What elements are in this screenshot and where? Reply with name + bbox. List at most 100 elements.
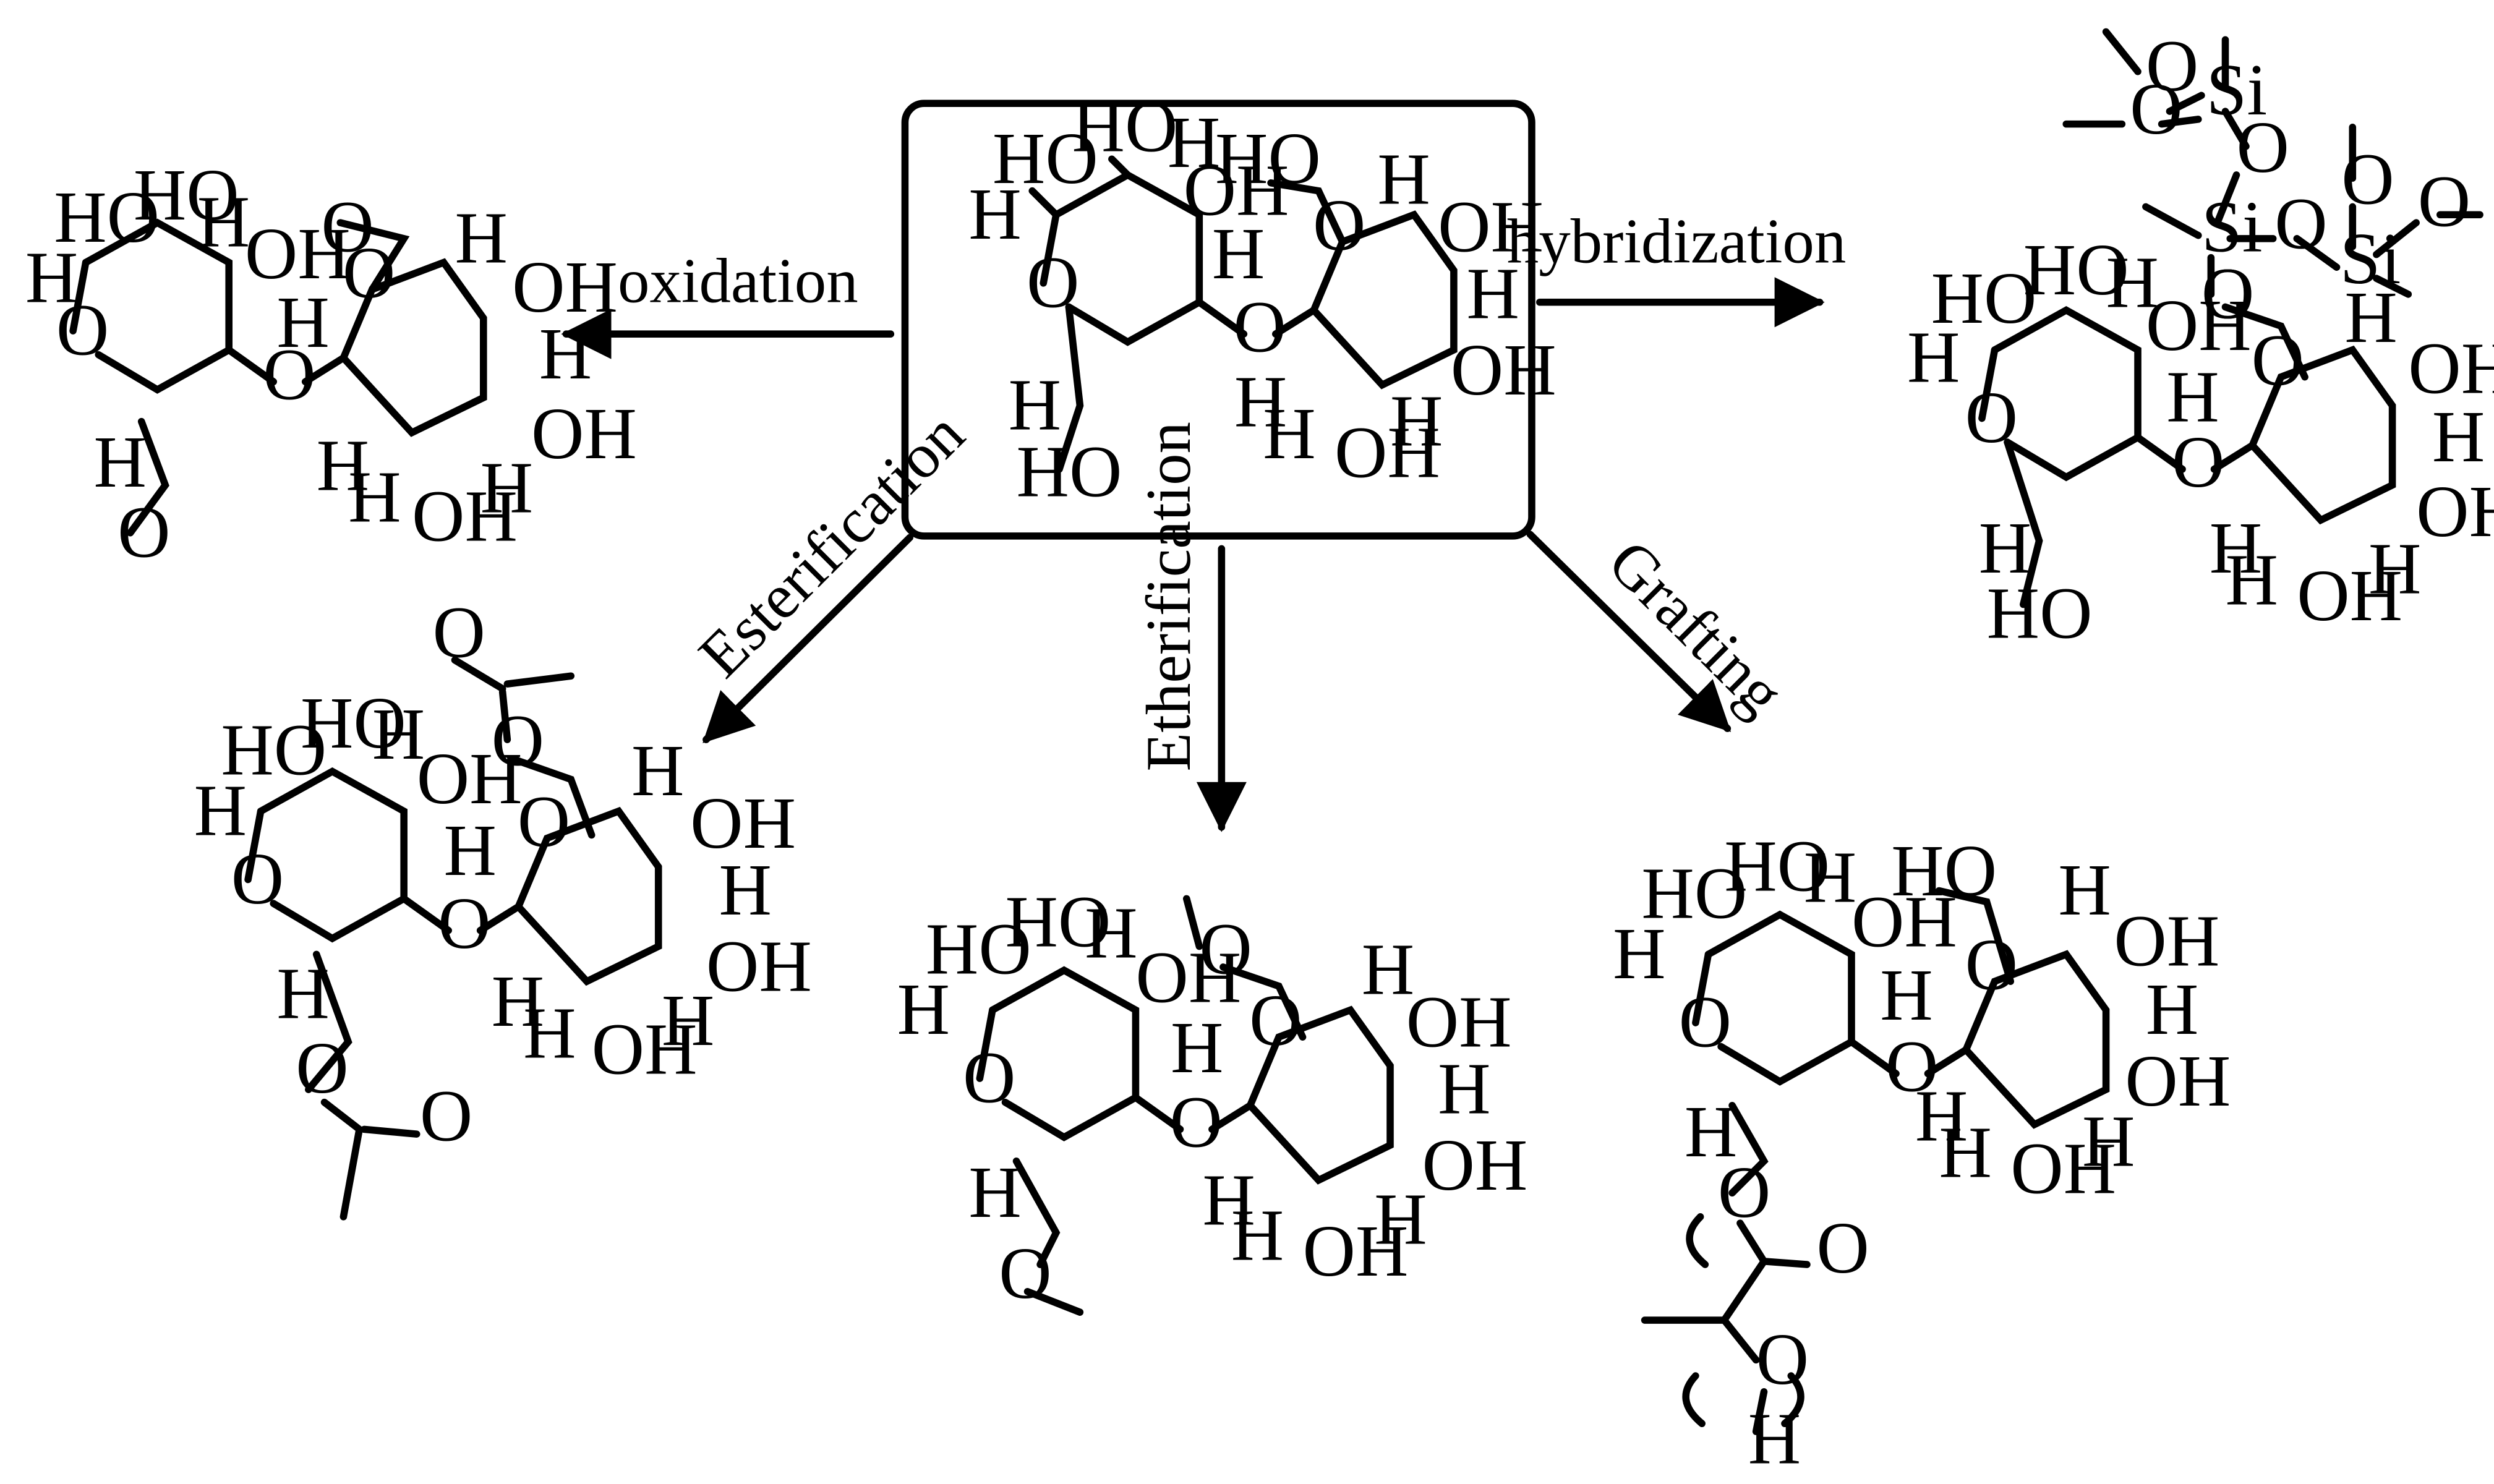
svg-text:OH: OH [1184,150,1289,231]
svg-text:OH: OH [417,738,523,819]
svg-text:OH: OH [2146,285,2252,366]
svg-text:H: H [2082,1101,2135,1182]
svg-text:OH: OH [531,393,637,474]
svg-text:O: O [2418,161,2471,242]
svg-text:O: O [117,492,170,573]
svg-text:OH: OH [1303,1211,1409,1292]
svg-text:H: H [968,1152,1021,1233]
svg-text:H: H [2432,396,2485,477]
svg-text:H: H [1466,253,1519,334]
svg-text:H: H [25,237,78,318]
svg-text:H: H [2058,850,2111,931]
svg-text:OH: OH [1451,330,1557,411]
svg-text:OH: OH [2416,471,2494,552]
etherification-label: Etherification [1134,422,1204,772]
svg-text:HO: HO [301,683,406,764]
oxidation-label: oxidation [618,246,858,317]
svg-text:HO: HO [134,155,239,236]
etherification-product: HO HO H OH H H H O O H OH H OH H OH H H [897,882,1527,1316]
hybridization-product: HO HO H OH H H H HO O H OH H OH H OH H H [1907,229,2494,654]
oxidation-product: HO HO H OH H H H O O H OH H OH H OH H H [25,155,637,573]
svg-text:H: H [480,447,533,528]
svg-text:HO: HO [993,118,1098,199]
svg-text:O: O [420,1075,472,1156]
svg-text:O: O [999,1233,1051,1314]
svg-text:H: H [2106,242,2159,323]
svg-text:H: H [1438,1049,1490,1130]
svg-text:O: O [1816,1208,1869,1289]
svg-text:H: H [968,174,1021,255]
svg-text:H: H [194,770,247,851]
svg-text:OH: OH [1335,412,1440,493]
svg-text:H: H [455,197,507,278]
svg-text:HO: HO [54,177,160,258]
svg-text:H: H [1263,393,1315,474]
svg-text:H: H [276,282,329,363]
svg-text:H: H [443,810,496,891]
svg-text:H: H [2146,969,2198,1050]
svg-text:H: H [1168,102,1220,183]
svg-text:OH: OH [2408,328,2494,409]
svg-text:H: H [1907,317,1960,398]
svg-text:OH: OH [2114,900,2219,981]
svg-text:OH: OH [1851,882,1957,963]
svg-text:H: H [1377,139,1430,220]
svg-text:OH: OH [1135,937,1241,1018]
svg-text:OH: OH [245,213,351,294]
svg-text:H: H [348,457,401,538]
svg-text:O: O [2146,26,2198,107]
svg-text:H: H [1880,955,1932,1036]
svg-text:OH: OH [2297,555,2402,636]
svg-text:H: H [1979,508,2031,589]
svg-text:HO: HO [2023,229,2129,310]
svg-text:H: H [662,980,714,1061]
svg-text:H: H [1009,365,1061,446]
svg-text:H: H [1234,361,1287,442]
svg-text:HO: HO [1987,573,2093,654]
svg-text:H: H [539,313,592,394]
svg-text:H: H [631,730,684,811]
svg-text:Si: Si [2206,49,2268,130]
svg-text:H: H [492,961,544,1042]
svg-text:H: H [1202,1160,1255,1241]
grafting-arrow [1526,531,1732,732]
svg-text:HO: HO [1641,853,1747,934]
svg-text:H: H [1804,837,1856,918]
svg-text:OH: OH [2125,1041,2231,1122]
svg-text:H: H [1171,1007,1223,1088]
siloxane-group: Si O O Si O O O Si O O [2062,26,2483,334]
svg-text:H: H [897,969,950,1050]
svg-text:H: H [2166,357,2219,438]
svg-text:HO: HO [926,908,1031,989]
central-molecule-frame [901,100,1535,540]
svg-text:H: H [2368,528,2421,609]
grafting-product: HO HO H OH H H H O O O H HO H OH H OH H … [1613,826,2231,1480]
esterification-label: Esterification [685,399,977,691]
svg-text:H: H [1939,1112,1991,1193]
svg-text:H: H [1915,1075,1968,1156]
svg-text:O: O [432,592,485,673]
svg-text:HO: HO [1006,882,1111,963]
svg-text:OH: OH [412,476,518,557]
central-molecule: HO HO H OH H H H HO HO H OH H OH H OH H … [968,86,1556,512]
svg-text:H: H [197,182,250,263]
svg-text:O: O [1718,1152,1770,1233]
svg-text:H: H [2210,508,2262,589]
svg-text:OH: OH [1422,1125,1527,1206]
svg-text:H: H [1362,929,1414,1010]
esterification-arrow [703,534,913,743]
svg-text:H: H [2344,277,2397,358]
svg-text:H: H [719,850,771,931]
svg-text:OH: OH [592,1009,698,1090]
svg-text:H: H [94,422,147,503]
svg-text:H: H [1085,893,1137,974]
svg-text:H: H [1613,913,1665,994]
svg-text:OH: OH [1406,982,1512,1063]
svg-text:O: O [2201,253,2254,334]
svg-text:OH: OH [706,926,812,1007]
svg-text:HO: HO [1931,258,2037,339]
svg-text:Si: Si [2201,186,2263,267]
svg-text:OH: OH [690,783,796,864]
svg-text:O: O [296,1028,348,1109]
